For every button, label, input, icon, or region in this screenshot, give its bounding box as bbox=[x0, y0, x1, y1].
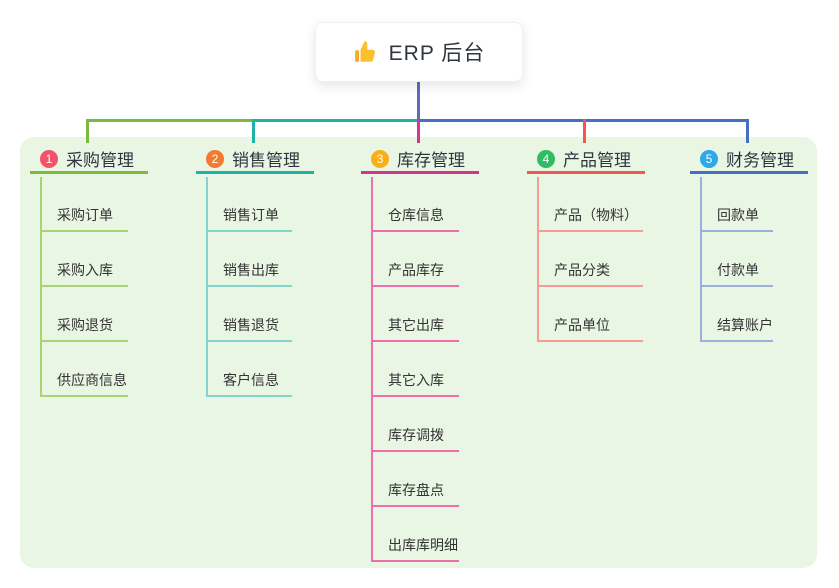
child-node-label: 仓库信息 bbox=[388, 207, 444, 223]
child-node[interactable]: 销售出库 bbox=[206, 232, 292, 287]
child-node-label: 库存盘点 bbox=[388, 482, 444, 498]
child-node-label: 供应商信息 bbox=[57, 372, 127, 388]
branch-header-node[interactable]: 5 财务管理 bbox=[690, 146, 808, 174]
child-node-label: 客户信息 bbox=[223, 372, 279, 388]
child-node-label: 采购入库 bbox=[57, 262, 113, 278]
child-node[interactable]: 回款单 bbox=[700, 177, 773, 232]
branch-number-badge: 4 bbox=[537, 149, 555, 168]
child-node-label: 其它入库 bbox=[388, 372, 444, 388]
branch-label: 产品管理 bbox=[563, 151, 631, 170]
children-vline bbox=[40, 177, 42, 395]
child-node-label: 销售出库 bbox=[223, 262, 279, 278]
child-node[interactable]: 产品单位 bbox=[537, 287, 643, 342]
bus-segment-2 bbox=[252, 119, 417, 122]
child-node-label: 产品分类 bbox=[554, 262, 610, 278]
child-node[interactable]: 其它出库 bbox=[371, 287, 459, 342]
branch-header-node[interactable]: 4 产品管理 bbox=[527, 146, 645, 174]
branch-drop-line-1 bbox=[86, 119, 89, 143]
branch-drop-line-5 bbox=[746, 119, 749, 143]
branch-drop-line-2 bbox=[252, 119, 255, 143]
child-node-label: 回款单 bbox=[717, 207, 759, 223]
child-node[interactable]: 付款单 bbox=[700, 232, 773, 287]
root-node-erp[interactable]: ERP 后台 bbox=[315, 22, 523, 82]
thumbs-up-icon bbox=[353, 39, 379, 65]
branch-number-badge: 1 bbox=[40, 149, 58, 168]
child-node-label: 库存调拨 bbox=[388, 427, 444, 443]
branch-drop-line-4 bbox=[583, 119, 586, 143]
branch-label: 销售管理 bbox=[232, 151, 300, 170]
child-node[interactable]: 仓库信息 bbox=[371, 177, 459, 232]
children-vline bbox=[371, 177, 373, 560]
child-node[interactable]: 结算账户 bbox=[700, 287, 773, 342]
branch-label: 库存管理 bbox=[397, 151, 465, 170]
child-node-label: 产品（物料） bbox=[554, 207, 638, 223]
child-node-label: 付款单 bbox=[717, 262, 759, 278]
branch-label: 财务管理 bbox=[726, 151, 794, 170]
child-node[interactable]: 其它入库 bbox=[371, 342, 459, 397]
children-vline bbox=[537, 177, 539, 340]
child-node[interactable]: 产品分类 bbox=[537, 232, 643, 287]
child-node[interactable]: 产品库存 bbox=[371, 232, 459, 287]
child-node-label: 产品库存 bbox=[388, 262, 444, 278]
children-column: 销售订单 销售出库 销售退货 客户信息 bbox=[206, 177, 292, 397]
children-vline bbox=[206, 177, 208, 395]
children-column: 仓库信息 产品库存 其它出库 其它入库 库存调拨 库存盘点 出库库明细 bbox=[371, 177, 459, 562]
bus-segment-1 bbox=[86, 119, 252, 122]
child-node[interactable]: 销售退货 bbox=[206, 287, 292, 342]
child-node[interactable]: 采购入库 bbox=[40, 232, 128, 287]
root-stem-line bbox=[417, 82, 420, 122]
branch-header-node[interactable]: 1 采购管理 bbox=[30, 146, 148, 174]
child-node-label: 出库库明细 bbox=[388, 537, 458, 553]
branch-采购管理: 1 采购管理 采购订单 采购入库 采购退货 供应商信息 bbox=[30, 146, 148, 397]
children-vline bbox=[700, 177, 702, 340]
child-node-label: 销售退货 bbox=[223, 317, 279, 333]
mindmap-panel bbox=[20, 137, 817, 568]
children-column: 产品（物料） 产品分类 产品单位 bbox=[537, 177, 643, 342]
branch-label: 采购管理 bbox=[66, 151, 134, 170]
branch-drop-line-3 bbox=[417, 119, 420, 143]
branch-header-node[interactable]: 2 销售管理 bbox=[196, 146, 314, 174]
child-node[interactable]: 销售订单 bbox=[206, 177, 292, 232]
children-column: 回款单 付款单 结算账户 bbox=[700, 177, 773, 342]
child-node[interactable]: 库存盘点 bbox=[371, 452, 459, 507]
branch-number-badge: 2 bbox=[206, 149, 224, 168]
child-node-label: 采购退货 bbox=[57, 317, 113, 333]
child-node[interactable]: 采购退货 bbox=[40, 287, 128, 342]
child-node-label: 采购订单 bbox=[57, 207, 113, 223]
branch-number-badge: 3 bbox=[371, 149, 389, 168]
branch-销售管理: 2 销售管理 销售订单 销售出库 销售退货 客户信息 bbox=[196, 146, 314, 397]
child-node[interactable]: 产品（物料） bbox=[537, 177, 643, 232]
branch-header-node[interactable]: 3 库存管理 bbox=[361, 146, 479, 174]
child-node-label: 销售订单 bbox=[223, 207, 279, 223]
child-node[interactable]: 采购订单 bbox=[40, 177, 128, 232]
children-column: 采购订单 采购入库 采购退货 供应商信息 bbox=[40, 177, 128, 397]
root-node-label: ERP 后台 bbox=[388, 42, 486, 65]
child-node[interactable]: 出库库明细 bbox=[371, 507, 459, 562]
branch-财务管理: 5 财务管理 回款单 付款单 结算账户 bbox=[690, 146, 808, 342]
child-node[interactable]: 客户信息 bbox=[206, 342, 292, 397]
branch-库存管理: 3 库存管理 仓库信息 产品库存 其它出库 其它入库 库存调拨 库存盘点 出库库… bbox=[361, 146, 479, 562]
child-node-label: 其它出库 bbox=[388, 317, 444, 333]
branch-产品管理: 4 产品管理 产品（物料） 产品分类 产品单位 bbox=[527, 146, 645, 342]
branch-number-badge: 5 bbox=[700, 149, 718, 168]
child-node-label: 产品单位 bbox=[554, 317, 610, 333]
child-node[interactable]: 供应商信息 bbox=[40, 342, 128, 397]
child-node-label: 结算账户 bbox=[717, 317, 773, 333]
child-node[interactable]: 库存调拨 bbox=[371, 397, 459, 452]
